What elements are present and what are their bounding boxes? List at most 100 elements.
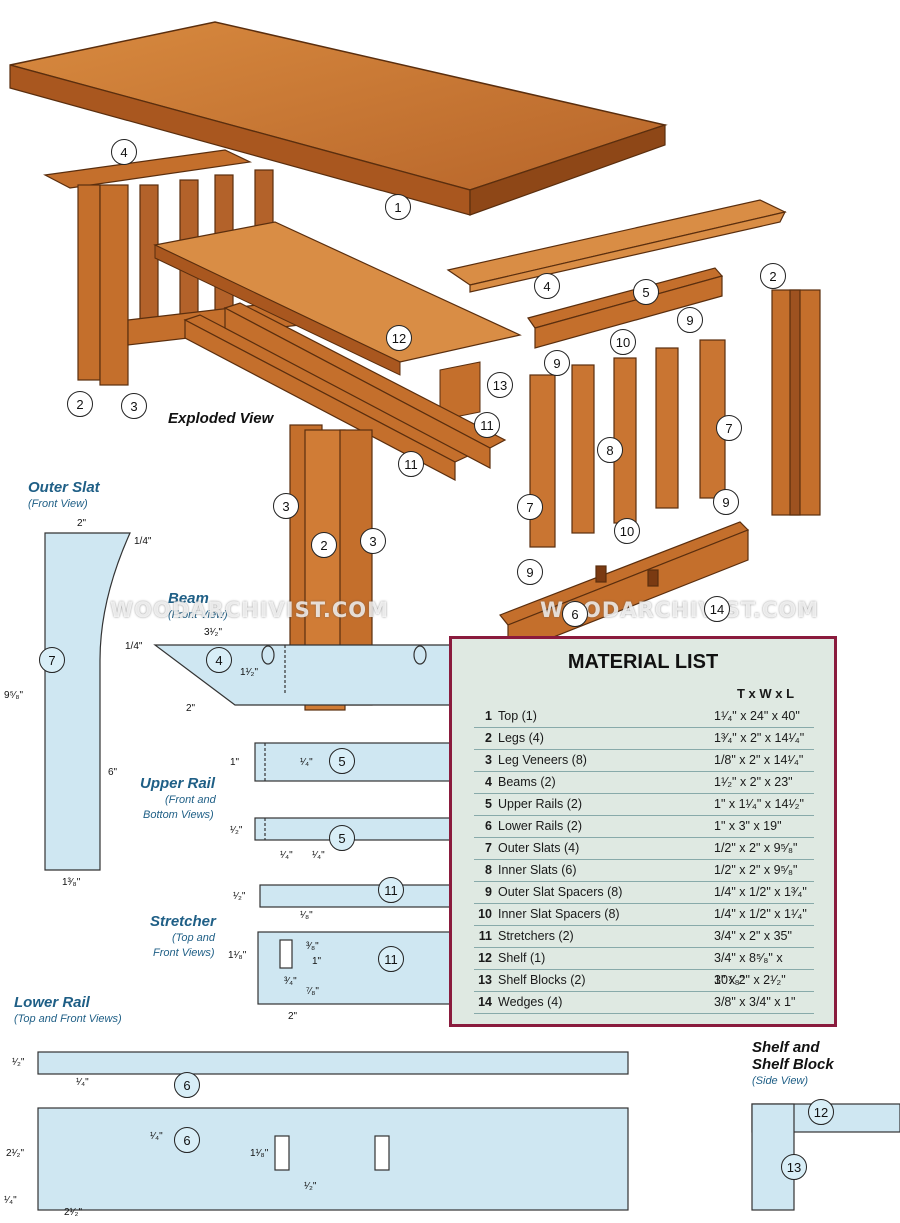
material-row-number: 13 [478,973,492,987]
callout-part-2: 2 [67,391,93,417]
stretcher-view [257,884,451,1005]
beam-view [153,644,456,706]
material-row: 11 Stretchers (2) 3/4" x 2" x 35" [474,925,814,948]
material-row-number: 12 [478,951,492,965]
callout-lower-rail-6a: 6 [174,1072,200,1098]
callout-stretcher-11a: 11 [378,877,404,903]
dim-stretcher-78: ⁷⁄₈" [306,986,319,997]
stretcher-title: Stretcher [150,913,216,930]
material-row-part: Shelf (1) [498,951,546,965]
material-row-number: 7 [485,841,492,855]
dim-slat-height: 9⁵⁄₈" [4,690,24,701]
dim-lower-rail-quarter: ¹⁄₄" [76,1077,89,1088]
callout-part-11: 11 [474,412,500,438]
material-row-part: Lower Rails (2) [498,819,583,833]
material-row-number: 14 [478,995,492,1009]
material-row-size: 1" x 3" x 19" [714,819,782,833]
stretchers [183,302,507,481]
callout-part-6: 6 [562,601,588,627]
beam-title: Beam [168,590,209,607]
outer-slat-title: Outer Slat [28,479,100,496]
material-row-number: 5 [485,797,492,811]
dim-slat-bottom: 1³⁄₈" [62,877,81,888]
dim-slat-quarter: 1/4" [134,536,152,547]
upper-rail-subtitle-2: Bottom Views) [143,809,214,821]
material-row-size: 3/4" x 8⁵⁄₈" x 30⁷⁄₈" [714,951,783,987]
dim-stretcher-eighth: ¹⁄₈" [300,910,313,921]
outer-slat-view [44,532,131,871]
material-row-size: 1¹⁄₄" x 24" x 40" [714,709,800,723]
shelf-subtitle: (Side View) [752,1075,809,1087]
dim-upper-rail-1: 1" [230,757,240,768]
material-row-part: Inner Slats (6) [498,863,577,877]
callout-part-8: 8 [597,437,623,463]
callout-part-14: 14 [704,596,730,622]
callout-part-3b: 3 [273,493,299,519]
material-row-size: 1/2" x 2" x 9⁵⁄₈" [714,841,798,855]
material-row-number: 11 [478,929,492,943]
material-row-size: 3/4" x 2" x 35" [714,929,792,943]
stretcher-subtitle-1: (Top and [172,932,216,944]
dim-lower-rail-quarter-2: ¹⁄₄" [150,1131,163,1142]
material-row-number: 4 [485,775,492,789]
callout-part-9: 9 [544,350,570,376]
dim-upper-rail-q1: ¹⁄₄" [280,850,293,861]
tabletop [9,21,668,216]
dim-upper-rail-half: ¹⁄₂" [230,825,243,836]
dim-stretcher-38: ³⁄₈" [306,941,319,952]
material-row-part: Stretchers (2) [498,929,574,943]
material-row-number: 9 [485,885,492,899]
material-row-size: 1" x 2" x 2¹⁄₂" [714,973,786,987]
beam-subtitle: (Front View) [168,609,228,621]
material-row-size: 3/8" x 3/4" x 1" [714,995,796,1009]
leg-exploded [771,289,821,516]
dim-lower-rail-quarter-3: ¹⁄₄" [4,1195,17,1206]
material-list-header: T x W x L [737,686,795,701]
material-row-size: 1/8" x 2" x 14¹⁄₄" [714,753,804,767]
callout-part-7: 7 [716,415,742,441]
dim-stretcher-2: 2" [288,1011,298,1022]
callout-part-7b: 7 [517,494,543,520]
shelf [153,221,522,421]
dim-lower-rail-212b: 2¹⁄₂" [64,1207,82,1218]
callout-part-9b: 9 [677,307,703,333]
dim-lower-rail-118: 1¹⁄₈" [250,1148,269,1159]
material-row-size: 1¹⁄₂" x 2" x 23" [714,775,793,789]
callout-shelf-block-13: 13 [781,1154,807,1180]
callout-part-1: 1 [385,194,411,220]
upper-rail-view [254,742,451,841]
dim-beam-2: 2" [186,703,196,714]
dim-beam-length: 3¹⁄₂" [204,627,222,638]
material-row-part: Leg Veneers (8) [498,753,587,767]
callout-lower-rail-6b: 6 [174,1127,200,1153]
shelf-title-2: Shelf Block [752,1056,834,1073]
callout-outer-slat-7: 7 [39,647,65,673]
callout-part-3: 3 [121,393,147,419]
material-row-part: Outer Slats (4) [498,841,580,855]
dim-stretcher-1: 1" [312,956,322,967]
upper-rail-title: Upper Rail [140,775,216,792]
lower-rail-view [37,1051,629,1211]
callout-upper-rail-5b: 5 [329,825,355,851]
material-row: 13 Shelf Blocks (2) 1" x 2" x 2¹⁄₂" [474,969,814,992]
material-row-number: 8 [485,863,492,877]
material-row-part: Upper Rails (2) [498,797,583,811]
dim-beam-quarter: 1/4" [125,641,143,652]
dim-stretcher-34: ³⁄₄" [284,976,297,987]
callout-part-10: 10 [610,329,636,355]
material-row-part: Shelf Blocks (2) [498,973,586,987]
dim-lower-rail-212: 2¹⁄₂" [6,1148,24,1159]
watermark-left: WOODARCHIVIST.COM [110,598,389,622]
material-row-part: Beams (2) [498,775,556,789]
stretcher-subtitle-2: Front Views) [153,947,215,959]
material-row-part: Inner Slat Spacers (8) [498,907,620,921]
material-row: 7 Outer Slats (4) 1/2" x 2" x 9⁵⁄₈" [474,837,814,860]
